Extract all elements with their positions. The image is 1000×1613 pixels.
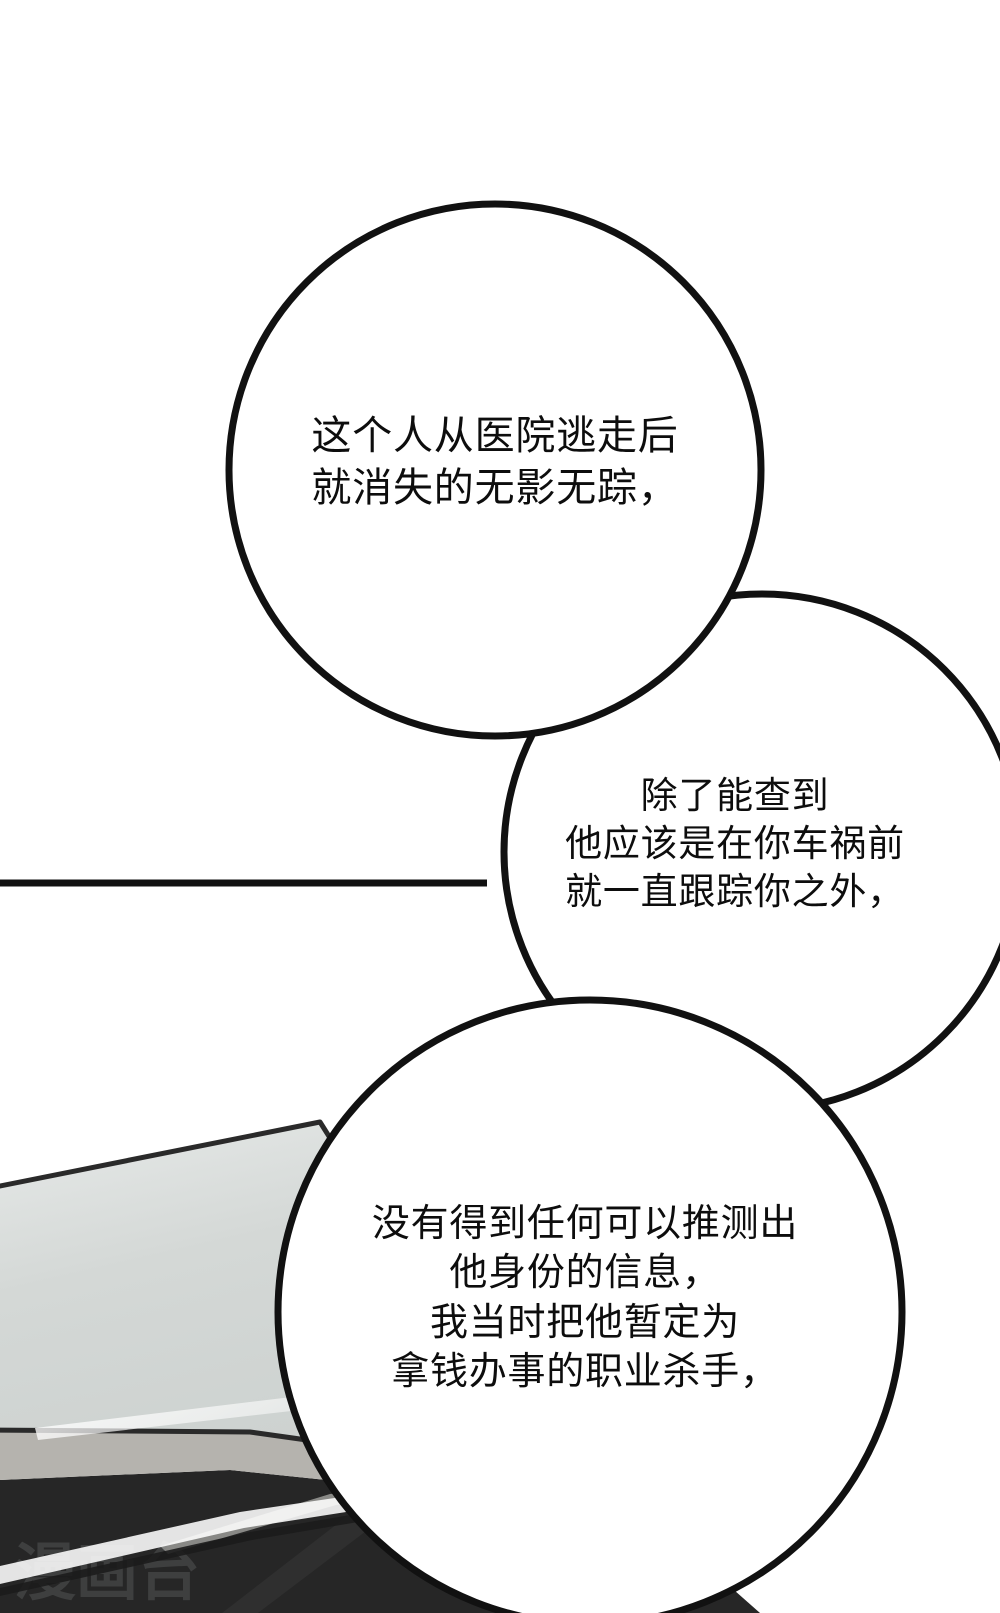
car-hood-mid-band [0,1430,700,1560]
speech-bubble-3-shape [274,996,906,1613]
speech-bubble-1-shape [225,200,765,740]
